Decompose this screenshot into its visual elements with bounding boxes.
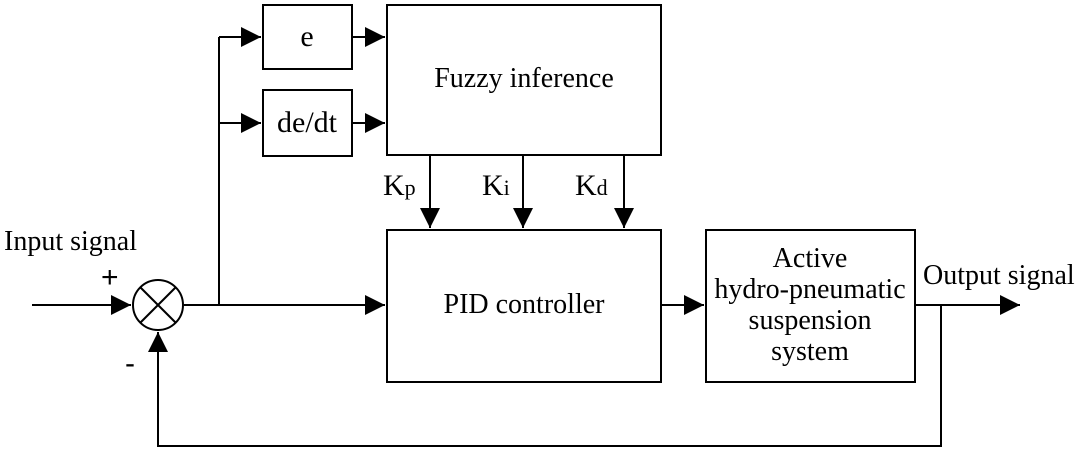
plant-label-line-2: hydro-pneumatic (714, 274, 906, 305)
kd-sub: d (596, 175, 608, 200)
kp-sub: p (404, 175, 416, 200)
plant-label-line-4: system (771, 336, 849, 367)
minus-sign: - (125, 347, 135, 380)
dedt-block (262, 89, 353, 157)
e-label: e (300, 20, 314, 53)
ki-label: Ki (482, 171, 510, 201)
kp-main: K (383, 169, 405, 202)
plant-label-line-1: Active (772, 243, 848, 274)
kd-main: K (575, 169, 597, 202)
pid-controller-label: PID controller (443, 289, 605, 320)
ki-sub: i (503, 175, 510, 200)
output-signal-label: Output signal (923, 260, 1075, 291)
plus-sign: + (101, 261, 119, 294)
e-block (262, 4, 353, 70)
pid-controller-block (386, 229, 662, 383)
kp-label: Kp (383, 171, 416, 201)
input-signal-label: Input signal (4, 226, 137, 257)
feedback-line (148, 305, 942, 447)
summing-junction (132, 279, 184, 331)
plant-block (705, 229, 916, 383)
fuzzy-inference-label: Fuzzy inference (434, 63, 614, 94)
plant-label-line-3: suspension (748, 305, 872, 336)
kd-label: Kd (575, 171, 608, 201)
ki-main: K (482, 169, 504, 202)
fuzzy-inference-block (386, 4, 662, 156)
dedt-label: de/dt (277, 106, 337, 139)
plant-label: Active hydro-pneumatic suspension system (695, 243, 925, 367)
